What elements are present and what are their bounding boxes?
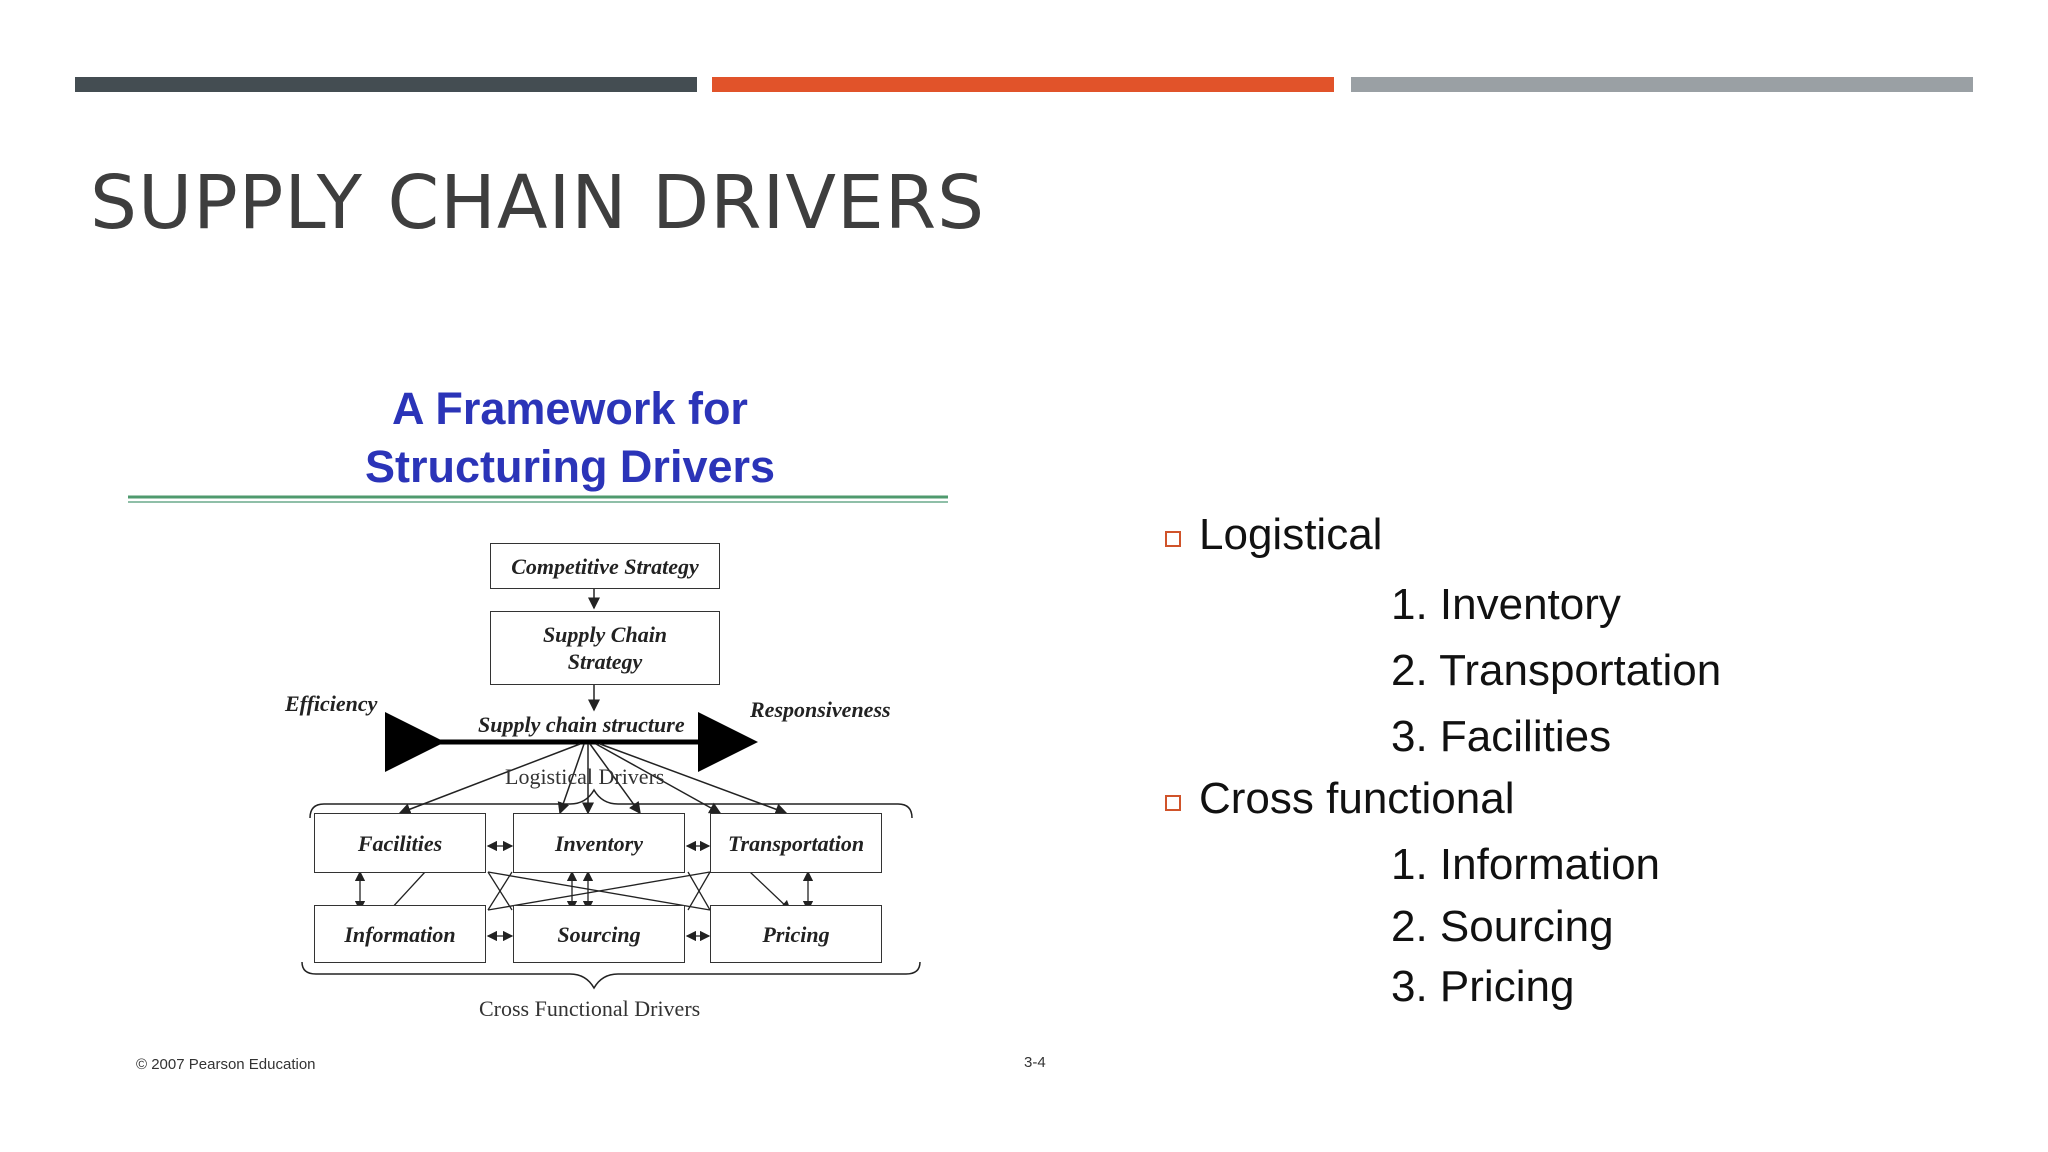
logistical-drivers-label: Logistical Drivers [505,764,665,789]
inventory-box: Inventory [513,813,685,873]
accent-bar-gray [1351,77,1973,92]
information-box: Information [314,905,486,963]
figure-page-number: 3-4 [1024,1054,1046,1071]
competitive-strategy-box: Competitive Strategy [490,543,720,589]
supply-chain-structure-label: Supply chain structure [478,712,685,737]
bullet-logistical: Logistical [1165,510,1382,560]
slide-title: SUPPLY CHAIN DRIVERS [90,160,986,246]
sourcing-box: Sourcing [513,905,685,963]
framework-figure: A Framework for Structuring Drivers [110,370,1070,1090]
figure-title-line-2: Structuring Drivers [364,441,776,492]
facilities-box: Facilities [314,813,486,873]
supply-chain-strategy-box: Supply Chain Strategy [490,611,720,685]
list-item: 1. Inventory [1391,580,1621,629]
accent-bar-orange [712,77,1334,92]
square-bullet-icon [1165,531,1181,547]
pricing-box: Pricing [710,905,882,963]
list-item: 1. Information [1391,840,1661,889]
square-bullet-icon [1165,795,1181,811]
responsiveness-label: Responsiveness [750,697,891,722]
list-item: 3. Pricing [1391,962,1575,1011]
bullet-label: Logistical [1199,510,1383,559]
copyright-text: © 2007 Pearson Education [136,1056,316,1073]
figure-connectors [128,495,948,990]
figure-title-line-1: A Framework for [392,383,748,434]
list-item: 2. Transportation [1391,646,1722,695]
transportation-box: Transportation [710,813,882,873]
accent-bar-dark [75,77,697,92]
cross-functional-drivers-label: Cross Functional Drivers [479,996,701,1021]
bullet-cross-functional: Cross functional [1165,774,1514,824]
list-item: 2. Sourcing [1391,902,1614,951]
list-item: 3. Facilities [1391,712,1612,761]
bullet-label: Cross functional [1199,774,1515,823]
efficiency-label: Efficiency [285,691,378,716]
